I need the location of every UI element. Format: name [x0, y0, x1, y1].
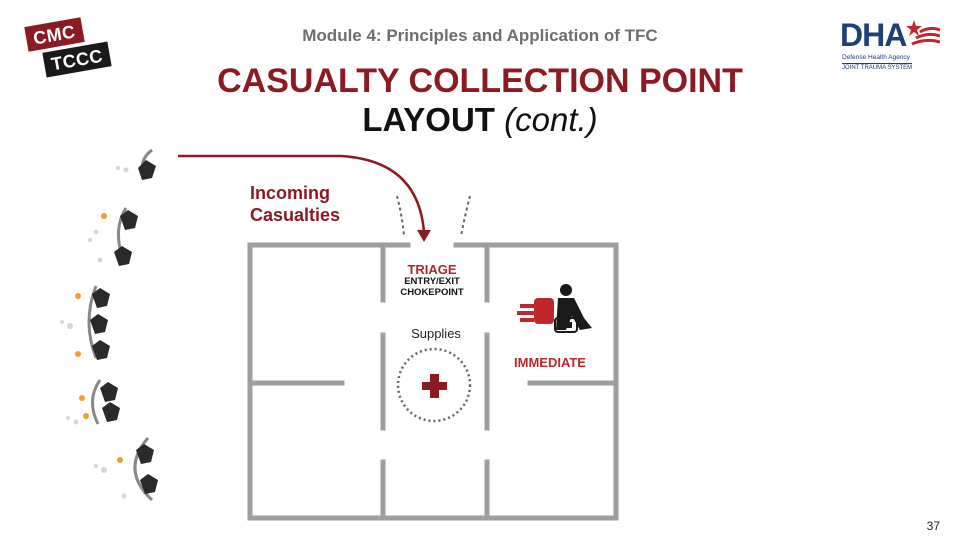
dha-logo-text: DHA — [840, 17, 907, 53]
building-walls — [247, 242, 619, 521]
medical-cross-icon — [422, 374, 447, 398]
supplies-label: Supplies — [411, 326, 461, 341]
dust-trails — [60, 166, 129, 499]
subtitle-bold: LAYOUT — [362, 101, 495, 138]
immediate-label: IMMEDIATE — [514, 355, 586, 370]
casualty-litter-teams — [75, 148, 158, 502]
dha-subtitle: Defense Health Agency — [842, 54, 910, 61]
page-subtitle: LAYOUT (cont.) — [0, 101, 960, 139]
triage-label: TRIAGE — [407, 262, 457, 277]
dha-logo: DHA Defense Health Agency JOINT TRAUMA S… — [838, 16, 942, 72]
supplies-circle — [396, 347, 472, 423]
module-title: Module 4: Principles and Application of … — [302, 26, 658, 45]
entry-exit-line2: CHOKEPOINT — [400, 287, 464, 298]
incoming-label-line2: Casualties — [250, 205, 341, 225]
entry-exit-label: ENTRY/EXIT CHOKEPOINT — [384, 276, 480, 298]
arrowhead-icon — [417, 230, 431, 242]
subtitle-italic: (cont.) — [504, 101, 598, 138]
medic-treating-casualty-icon — [517, 284, 592, 333]
page-number: 37 — [926, 519, 940, 533]
entry-guides — [396, 195, 471, 237]
entry-exit-line1: ENTRY/EXIT — [404, 276, 460, 287]
incoming-casualties-label: Incoming Casualties — [250, 182, 340, 226]
incoming-arrow — [178, 154, 426, 233]
page-title: CASUALTY COLLECTION POINT — [217, 62, 743, 100]
dha-system-label: JOINT TRAUMA SYSTEM — [842, 63, 913, 71]
incoming-label-line1: Incoming — [250, 183, 330, 203]
flag-stripes-icon — [906, 20, 940, 46]
